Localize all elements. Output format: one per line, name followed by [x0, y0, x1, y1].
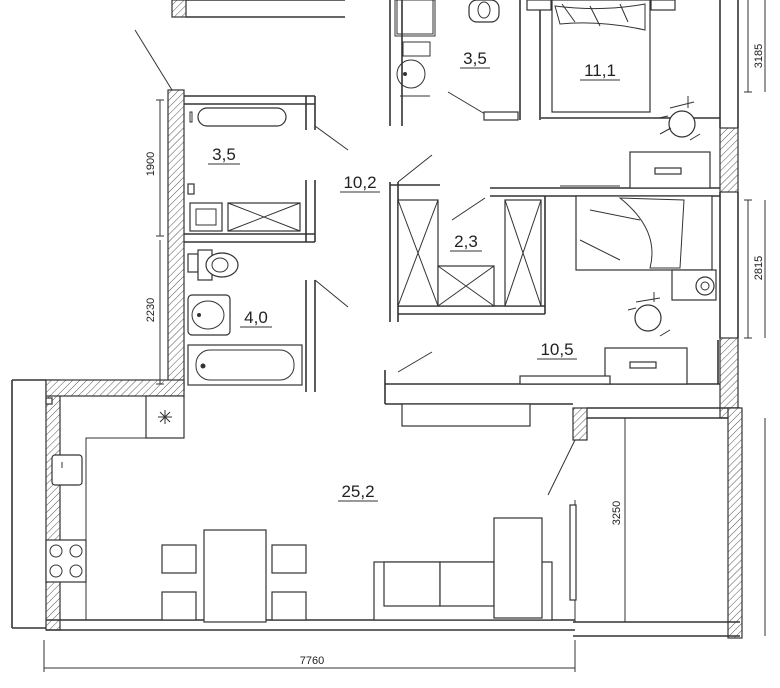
wc-fixtures: [187, 249, 303, 386]
room-area-living: 25,2: [341, 482, 374, 501]
room-area-bedroom-1: 11,1: [584, 61, 616, 80]
left-bathroom-fixtures: [187, 107, 301, 232]
dimension-left-upper: 1900: [145, 152, 157, 176]
room-area-wc: 4,0: [244, 308, 268, 327]
bedroom-1-furniture: [526, 0, 701, 141]
dimension-bottom: 7760: [300, 655, 324, 667]
dimension-left-lower: 2230: [145, 298, 157, 322]
room-area-bath-top: 3,5: [463, 49, 487, 68]
top-bathroom-fixtures: [394, 0, 519, 121]
bedroom-2-furniture: [519, 151, 717, 385]
dimension-balcony: 3250: [611, 501, 623, 525]
room-area-hall: 10,2: [343, 173, 376, 192]
closet-fixtures: [397, 199, 542, 307]
dimension-lines: 3185 1900 2230 2815 3250 7760: [43, 0, 765, 672]
living-furniture: [45, 395, 577, 623]
room-area-bath-left: 3,5: [212, 145, 236, 164]
room-area-closet: 2,3: [454, 232, 478, 251]
dimension-top-right: 3185: [753, 44, 765, 68]
room-labels: 3,5 11,1 3,5 10,2 2,3 4,0 10,5 25,2: [208, 49, 620, 502]
room-area-bedroom-2: 10,5: [540, 340, 573, 359]
door-swings: [134, 29, 576, 496]
dimension-right-mid: 2815: [753, 256, 765, 280]
